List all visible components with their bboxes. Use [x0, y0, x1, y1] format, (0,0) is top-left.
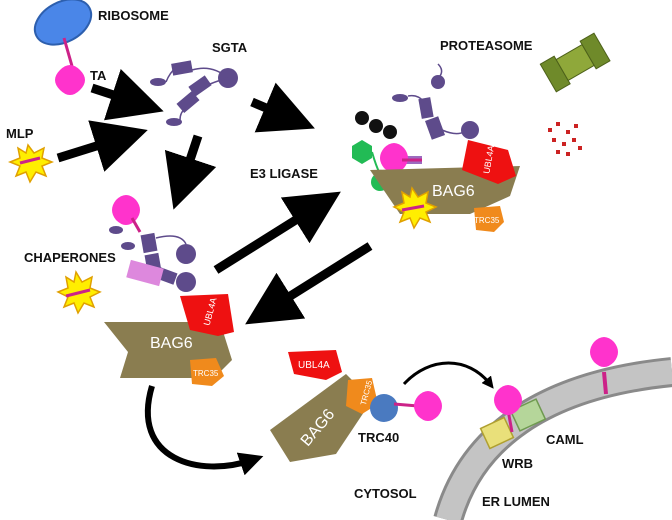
trc35-upper-label: TRC35 — [474, 216, 500, 225]
ribosome — [33, 0, 93, 67]
peptide-fragments — [548, 122, 582, 156]
ta-label: TA — [90, 68, 107, 83]
ta-substrate-at-ribosome — [55, 65, 85, 95]
curved-arrow-to-trc40 — [144, 385, 264, 476]
ubl4a-upper — [462, 140, 516, 184]
trc40-label: TRC40 — [358, 430, 399, 445]
ubl4a-upper-label: UBL4A — [481, 145, 496, 175]
mlp-burst-middle — [56, 269, 102, 315]
ubiquitin-chain — [355, 111, 397, 139]
wrb-receptor — [479, 416, 515, 450]
cytosol-label: CYTOSOL — [354, 486, 417, 501]
proteasome-label: PROTEASOME — [440, 38, 533, 53]
curved-arrow-to-membrane — [402, 361, 494, 389]
chaperones-label: CHAPERONES — [24, 250, 116, 265]
sgta-bound-upper — [392, 63, 479, 164]
mlp-burst-upper — [392, 186, 438, 230]
trc35-lower — [346, 378, 378, 414]
ubl4a-middle — [180, 294, 234, 336]
bag6-upper-label: BAG6 — [432, 183, 475, 200]
sgta-label: SGTA — [212, 40, 248, 55]
ta-substrate-upper — [380, 143, 422, 173]
caml-label: CAML — [546, 432, 584, 447]
sgta-dimer — [150, 60, 238, 126]
wrb-label: WRB — [502, 456, 533, 471]
trc40 — [370, 394, 398, 422]
ta-substrate-middle — [112, 195, 142, 233]
ta-inserting — [494, 385, 522, 433]
ribosome-label: RIBOSOME — [98, 8, 169, 23]
trc35-middle — [190, 358, 224, 386]
ubl4a-lower — [288, 350, 342, 380]
bag6-middle-label: BAG6 — [150, 335, 193, 352]
bag6-lower — [270, 374, 372, 462]
trc35-middle-label: TRC35 — [193, 369, 219, 378]
er-lumen-label: ER LUMEN — [482, 494, 550, 509]
e3-ligase-label: E3 LIGASE — [250, 166, 318, 181]
proteasome — [539, 32, 611, 93]
flow-arrows — [56, 68, 373, 325]
ta-inserted — [590, 337, 618, 395]
chaperone — [126, 259, 164, 287]
ubl4a-lower-label: UBL4A — [298, 360, 330, 371]
trc35-upper — [474, 206, 504, 232]
mlp-burst — [7, 143, 55, 184]
mlp-label: MLP — [6, 126, 34, 141]
sgta-bound-middle — [109, 226, 196, 292]
ta-substrate-lower — [393, 391, 442, 421]
